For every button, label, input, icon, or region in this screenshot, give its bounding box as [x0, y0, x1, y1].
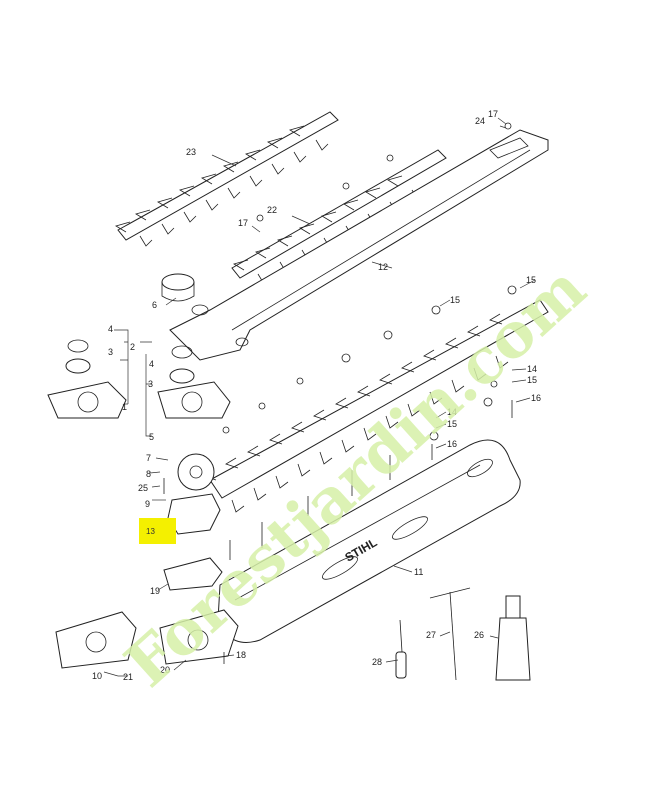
part-label: 23: [186, 147, 196, 157]
part-label: 18: [236, 650, 246, 660]
part-label: 19: [150, 586, 160, 596]
part-label: 3: [108, 347, 113, 357]
part-label: 2: [130, 342, 135, 352]
part-label: 15: [526, 275, 536, 285]
blade-guard: STIHL: [217, 439, 521, 643]
housing-lower-left: [55, 611, 137, 669]
gear-plate: [163, 557, 223, 591]
screwdriver: [395, 619, 407, 679]
housing-lower-right: [159, 609, 239, 665]
bearing-left: [65, 358, 91, 374]
upper-cutter-blade: [115, 111, 339, 247]
part-label: 1: [122, 402, 127, 412]
part-label: 12: [378, 262, 388, 272]
part-label: 26: [474, 630, 484, 640]
gear-housing-left: [47, 381, 127, 419]
part-label: 17: [238, 218, 248, 228]
part-label: 5: [149, 432, 154, 442]
part-label: 10: [92, 671, 102, 681]
highlight-label: 13: [146, 527, 155, 536]
part-label: 7: [146, 453, 151, 463]
guide-bar: [169, 129, 549, 361]
part-label: 8: [146, 469, 151, 479]
part-label: 11: [414, 567, 423, 577]
gear-wheel: [177, 453, 215, 491]
part-label: 27: [426, 630, 436, 640]
part-label: 6: [152, 300, 157, 310]
combination-wrench: [429, 587, 471, 681]
leader-lines: [103, 117, 536, 677]
spacer-cup: [161, 273, 195, 302]
grease-tube: [495, 595, 531, 681]
part-label: 20: [160, 665, 170, 675]
part-labels: 1 2 3 3 4 4 5 6 7 8 9 10 11 12 14 14 15 …: [92, 109, 541, 682]
circlip-left: [67, 339, 89, 353]
part-label: 24: [475, 116, 485, 126]
part-label: 21: [123, 672, 133, 682]
part-label: 3: [148, 379, 153, 389]
highlight-marker: [139, 518, 176, 544]
cutter-bar-assembly: [203, 299, 549, 513]
part-label: 14: [447, 407, 457, 417]
part-label: 16: [531, 393, 541, 403]
part-label: 25: [138, 483, 148, 493]
part-label: 9: [145, 499, 150, 509]
part-label: 4: [149, 359, 154, 369]
gear-housing-right: [157, 381, 231, 419]
bearing-right: [169, 368, 195, 384]
part-label: 17: [488, 109, 498, 119]
fasteners: [163, 122, 517, 664]
part-label: 16: [447, 439, 457, 449]
part-label: 22: [267, 205, 277, 215]
part-label: 4: [108, 324, 113, 334]
part-label: 15: [450, 295, 460, 305]
part-label: 14: [527, 364, 537, 374]
circlip-right: [171, 345, 193, 359]
part-label: 28: [372, 657, 382, 667]
part-label: 15: [527, 375, 537, 385]
part-label: 15: [447, 419, 457, 429]
